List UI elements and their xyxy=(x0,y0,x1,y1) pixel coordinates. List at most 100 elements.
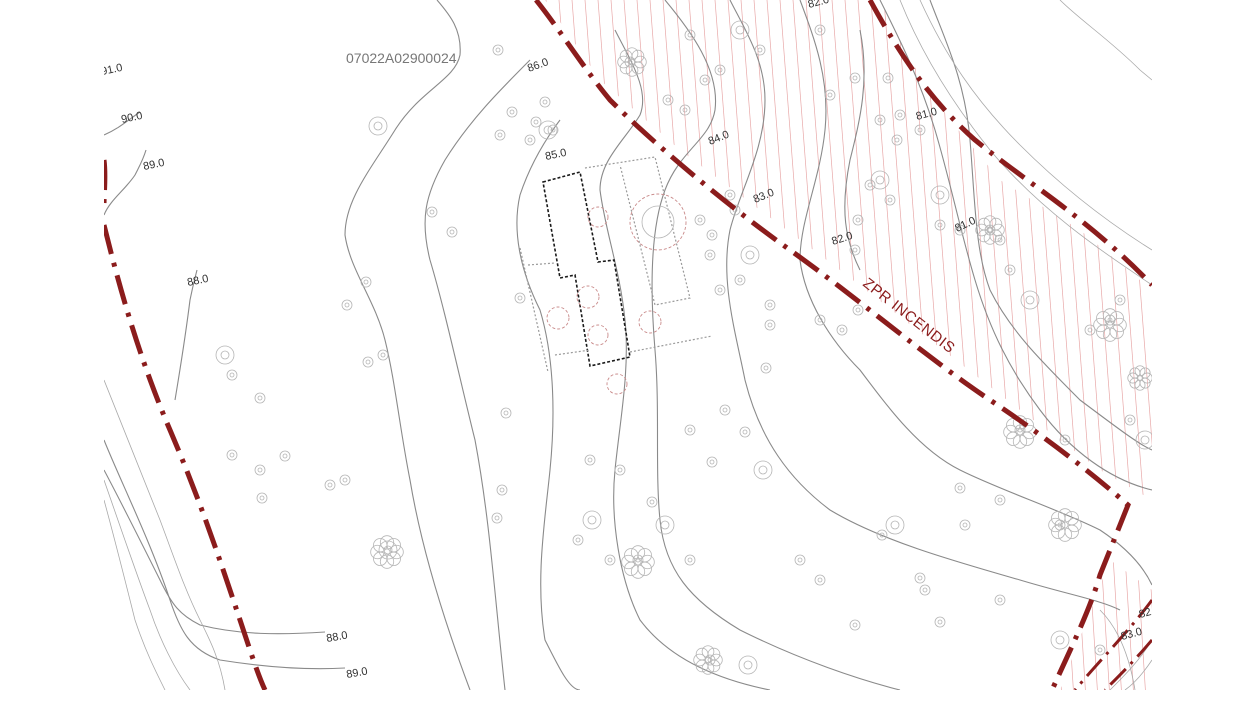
tree-icon xyxy=(739,426,751,438)
contour-label: 83.0 xyxy=(1120,626,1144,643)
hatch-line xyxy=(545,0,561,500)
tree-icon xyxy=(226,369,238,381)
tree-icon xyxy=(360,276,372,288)
tree-icon xyxy=(324,479,336,491)
tree-icon xyxy=(679,104,691,116)
tree-icon xyxy=(954,482,966,494)
hatch-line xyxy=(545,0,574,500)
tree-icon xyxy=(1050,630,1070,650)
tree-icon xyxy=(719,404,731,416)
tree-icon xyxy=(530,116,542,128)
contour-label: 86.0 xyxy=(526,56,550,75)
tree-icon xyxy=(1084,324,1096,336)
tree-icon xyxy=(1004,264,1016,276)
tree-icon xyxy=(882,72,894,84)
hatch-line xyxy=(1160,540,1170,700)
tree-icon xyxy=(824,89,836,101)
hatch-line xyxy=(870,0,912,500)
hatch-line xyxy=(1060,560,1063,690)
tree-icon xyxy=(1094,644,1106,656)
contour-label: 84.0 xyxy=(707,129,731,148)
tree-icon xyxy=(694,214,706,226)
tree-icon xyxy=(706,229,718,241)
hatch-line xyxy=(1172,540,1182,700)
tree-icon xyxy=(706,456,718,468)
hatch-line xyxy=(987,0,1029,500)
hatched-zone xyxy=(545,0,1210,520)
hatch-line xyxy=(1170,0,1210,520)
tree-icon xyxy=(814,24,826,36)
tree-icon xyxy=(572,534,584,546)
contour-label: 91.0 xyxy=(100,62,123,78)
tree-icon xyxy=(426,206,438,218)
hatch-line xyxy=(1063,560,1075,690)
tree-icon xyxy=(864,179,876,191)
tree-icon xyxy=(934,219,946,231)
tree-icon xyxy=(954,224,966,236)
tree-icon xyxy=(492,44,504,56)
hatch-line xyxy=(1157,0,1197,520)
tree-icon xyxy=(699,74,711,86)
tree-icon xyxy=(724,189,736,201)
tree-icon xyxy=(362,356,374,368)
tree-icon xyxy=(934,616,946,628)
contour-label: 82 xyxy=(1138,606,1153,621)
hatch-line xyxy=(935,0,977,500)
hatch-line xyxy=(1052,0,1094,500)
tree-icon xyxy=(894,109,906,121)
hatch-line xyxy=(584,0,626,500)
tree-icon xyxy=(1059,434,1071,446)
tree-icon xyxy=(975,215,1005,245)
tree-icon xyxy=(279,450,291,462)
tree-icon xyxy=(714,64,726,76)
tree-icon xyxy=(506,106,518,118)
tree-icon xyxy=(582,510,602,530)
tree-icon xyxy=(852,304,864,316)
hatch-line xyxy=(1078,0,1120,500)
tree-icon xyxy=(849,244,861,256)
tree-icon xyxy=(959,519,971,531)
tree-icon xyxy=(1093,308,1127,342)
hatch-line xyxy=(922,0,964,500)
tree-icon xyxy=(734,274,746,286)
contour-label: 89.0 xyxy=(345,665,368,681)
tree-icon xyxy=(836,324,848,336)
tree-icon xyxy=(491,512,503,524)
tree-icon xyxy=(539,96,551,108)
hatch-line xyxy=(831,0,873,500)
parcel-id-label: 07022A02900024 xyxy=(346,50,457,66)
tree-icon xyxy=(1020,290,1040,310)
tree-icon xyxy=(814,314,826,326)
tree-icon xyxy=(368,116,388,136)
tree-icon xyxy=(226,449,238,461)
tree-icon xyxy=(339,474,351,486)
tree-icon xyxy=(1114,294,1126,306)
tree-icon xyxy=(1127,365,1152,391)
tree-icon xyxy=(1124,414,1136,426)
tree-icon xyxy=(891,134,903,146)
tree-icon xyxy=(814,574,826,586)
contour-label: 88.0 xyxy=(325,629,348,645)
zone-boundary xyxy=(104,0,1152,690)
tree-icon xyxy=(885,515,905,535)
tree-icon xyxy=(994,494,1006,506)
tree-icon xyxy=(693,645,723,675)
tree-icon xyxy=(547,124,559,136)
tree-icon xyxy=(994,234,1006,246)
contour-label: 85.0 xyxy=(544,147,567,163)
zone-label: ZPR INCENDIS xyxy=(860,275,959,357)
tree-icon xyxy=(852,214,864,226)
tree-icon xyxy=(914,572,926,584)
tree-icon xyxy=(256,492,268,504)
map-content: 07022A02900024 ZPR INCENDIS 91.0 90.0 89… xyxy=(100,0,1210,700)
hatch-line xyxy=(610,0,652,500)
hatch-line xyxy=(649,0,691,500)
tree-icon xyxy=(994,594,1006,606)
hatch-line xyxy=(844,0,886,500)
tree-icon xyxy=(646,496,658,508)
tree-icon xyxy=(914,124,926,136)
tree-icon xyxy=(760,362,772,374)
tree-icon xyxy=(753,460,773,480)
tree-icon xyxy=(870,170,890,190)
